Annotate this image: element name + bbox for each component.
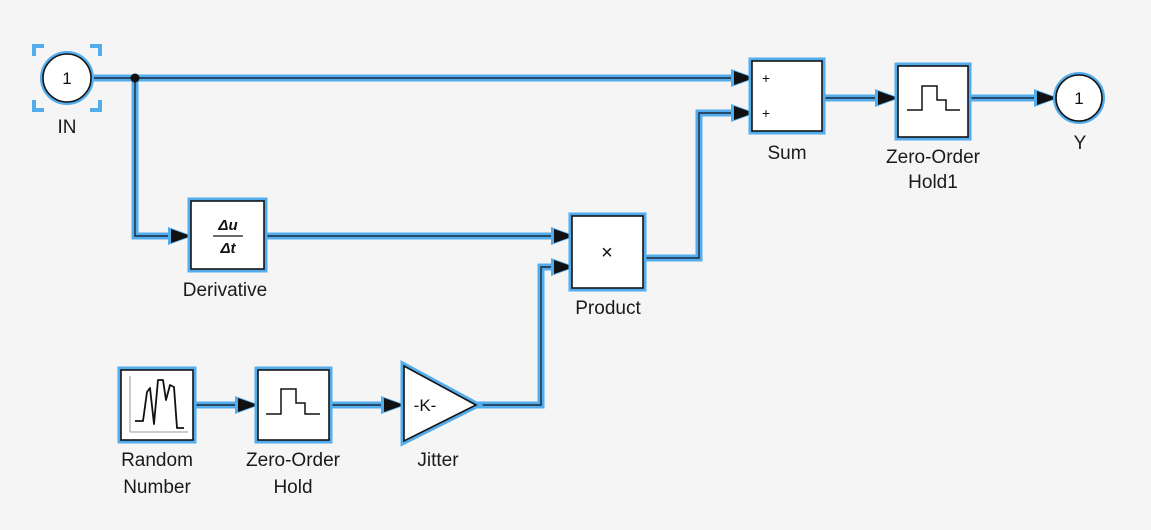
derivative-numerator: Δu: [217, 217, 237, 234]
jitter-label: Jitter: [417, 450, 459, 471]
staircase-icon: [266, 388, 320, 415]
derivative-label: Derivative: [183, 280, 267, 301]
wire-jitter-to-product[interactable]: [477, 263, 557, 409]
outport-label: Y: [1074, 133, 1087, 154]
product-label: Product: [575, 298, 641, 319]
zoh-block[interactable]: [254, 366, 333, 444]
arrow-sum-in2: [731, 104, 756, 122]
random-label-line1: Random: [121, 450, 193, 471]
sum-label: Sum: [767, 143, 806, 164]
arrow-zoh-in: [235, 396, 260, 414]
random-label-line2: Number: [123, 477, 191, 498]
outport-number: 1: [1074, 89, 1083, 108]
arrow-zoh1-in: [875, 89, 900, 107]
sum-sign-2: +: [762, 105, 770, 121]
arrow-sum-in1: [731, 69, 756, 87]
inport-label: IN: [58, 117, 77, 138]
wire-in-to-derivative[interactable]: [131, 78, 174, 240]
signal-lines: [94, 73, 1040, 409]
arrow-product-in2: [551, 258, 576, 276]
gain-value: -K-: [414, 396, 437, 415]
derivative-denominator: Δt: [219, 240, 236, 257]
inport-block-in[interactable]: 1: [32, 44, 102, 112]
wire-product-to-sum[interactable]: [645, 109, 737, 262]
zoh1-label-line2: Hold1: [908, 172, 958, 193]
derivative-block[interactable]: Δu Δt: [187, 197, 268, 273]
zoh-label-line2: Hold: [273, 477, 312, 498]
outport-block-y[interactable]: 1: [1053, 72, 1105, 124]
product-symbol: ×: [601, 242, 613, 264]
zoh-label-line1: Zero-Order: [246, 450, 341, 471]
inport-number: 1: [62, 69, 71, 88]
sum-sign-1: +: [762, 70, 770, 86]
sum-block[interactable]: + +: [748, 57, 826, 135]
zoh1-block[interactable]: [894, 62, 972, 141]
random-number-block[interactable]: [117, 366, 197, 444]
zoh1-label-line1: Zero-Order: [886, 147, 981, 168]
branch-point: [130, 73, 140, 83]
selection-brackets: [32, 44, 102, 112]
noise-signal-icon: [129, 376, 188, 433]
arrowheads: [168, 69, 1059, 414]
arrow-out-in: [1034, 89, 1059, 107]
arrow-jitter-in: [381, 396, 406, 414]
product-block[interactable]: ×: [568, 212, 647, 292]
arrow-product-in1: [551, 227, 576, 245]
arrow-derivative-in: [168, 227, 193, 245]
jitter-gain-block[interactable]: -K-: [400, 360, 484, 447]
staircase-icon: [907, 85, 960, 111]
triangle-gain-icon: [403, 364, 478, 443]
